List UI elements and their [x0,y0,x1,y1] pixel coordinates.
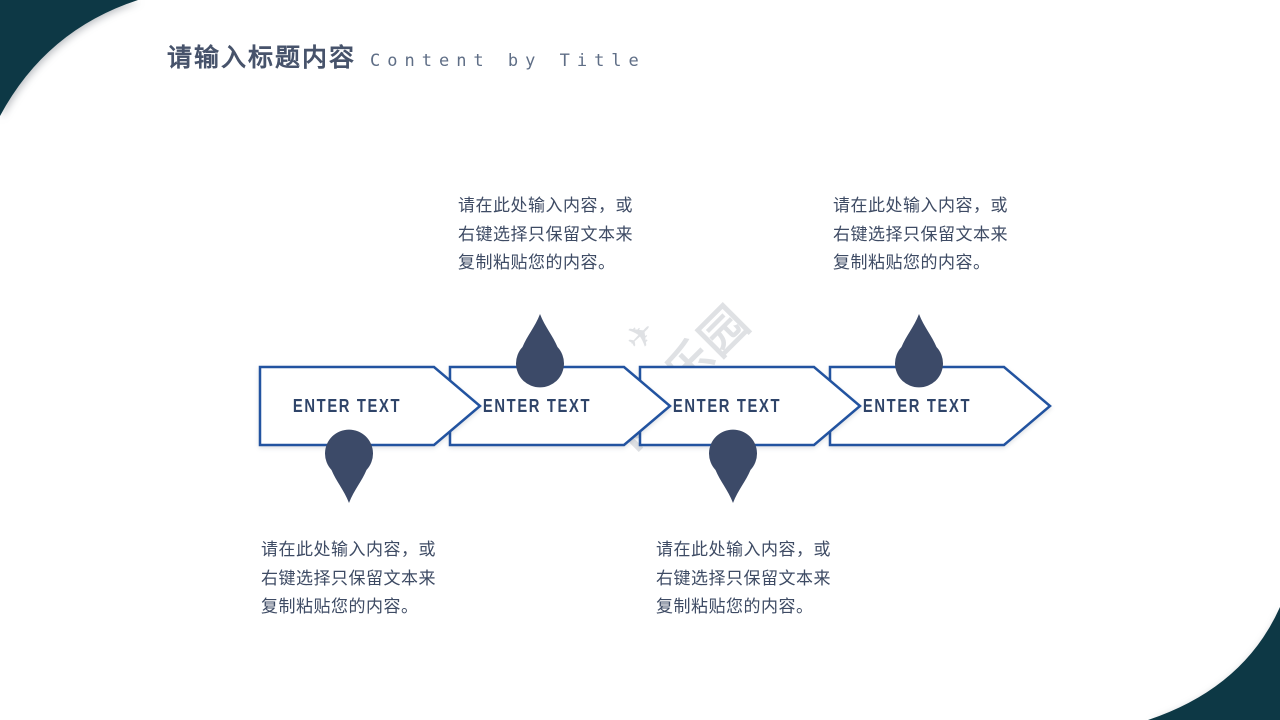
page-title-en: Content by Title [370,51,646,71]
water-drop-up-icon-2 [516,314,564,388]
step-description-3[interactable]: 请在此处输入内容，或 右键选择只保留文本来 复制粘贴您的内容。 [656,540,831,616]
water-drop-up-icon-4 [895,314,943,388]
step-label-3[interactable]: ENTER TEXT [640,367,814,445]
step-description-1[interactable]: 请在此处输入内容，或 右键选择只保留文本来 复制粘贴您的内容。 [261,540,436,616]
step-label-4-text: ENTER TEXT [862,395,972,416]
step-label-4[interactable]: ENTER TEXT [830,367,1004,445]
step-description-2[interactable]: 请在此处输入内容，或 右键选择只保留文本来 复制粘贴您的内容。 [458,196,633,272]
step-label-2[interactable]: ENTER TEXT [450,367,624,445]
water-drop-down-icon-3 [709,429,757,503]
process-arrow-1[interactable] [258,365,482,447]
page-title-zh: 请输入标题内容 [167,44,357,72]
water-drop-down-icon-1 [325,429,373,503]
step-description-4[interactable]: 请在此处输入内容，或 右键选择只保留文本来 复制粘贴您的内容。 [833,196,1008,272]
step-label-1[interactable]: ENTER TEXT [260,367,434,445]
step-label-2-text: ENTER TEXT [482,395,592,416]
step-label-3-text: ENTER TEXT [672,395,782,416]
step-label-1-text: ENTER TEXT [292,395,402,416]
page-title[interactable]: 请输入标题内容 Content by Title [167,38,646,74]
